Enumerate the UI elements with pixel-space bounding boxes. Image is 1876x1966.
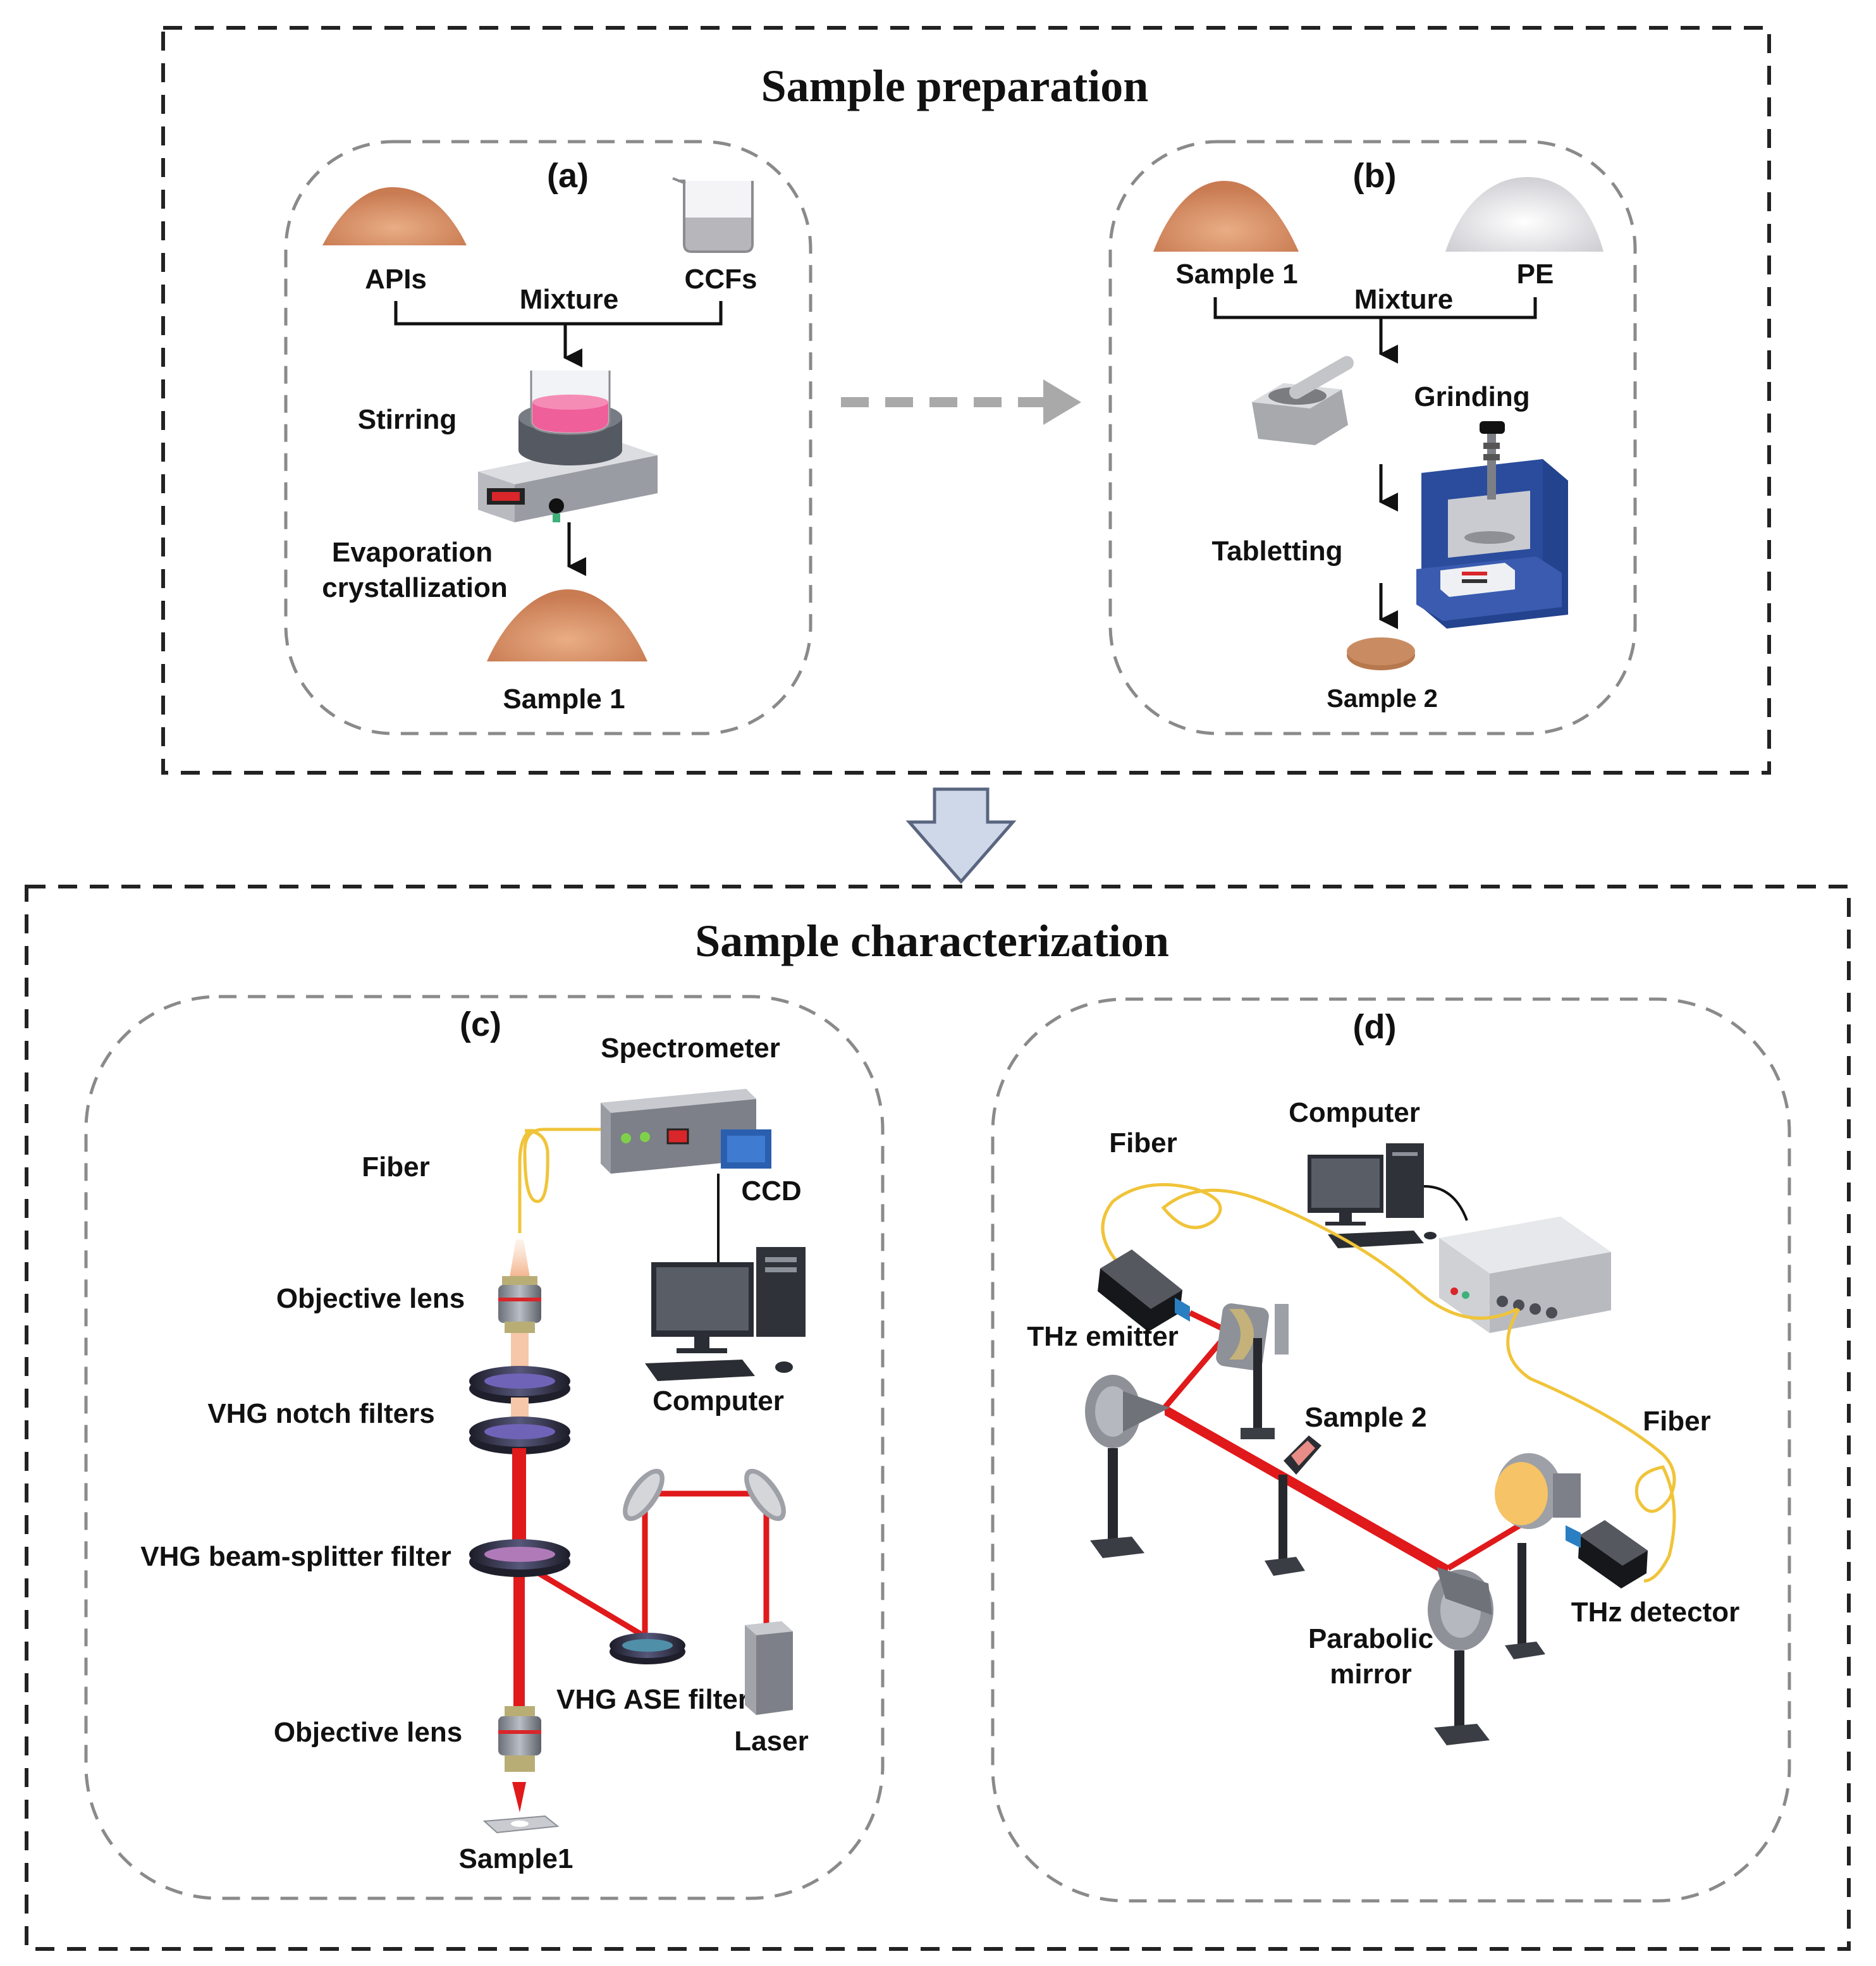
- ase-filter-icon: [610, 1633, 685, 1664]
- pe-label: PE: [1517, 259, 1554, 290]
- evaporation-label: Evaporation: [332, 537, 493, 568]
- sample2-label-d: Sample 2: [1304, 1402, 1426, 1433]
- thz-beam-3: [1446, 1523, 1522, 1571]
- tablet-press-icon: [1416, 421, 1568, 629]
- parabolic-mirror-3-icon: [1428, 1543, 1545, 1745]
- thz-emitter-label: THz emitter: [1027, 1321, 1179, 1352]
- computer-label-c: Computer: [653, 1385, 784, 1416]
- fiber-label-d-right: Fiber: [1643, 1406, 1711, 1437]
- preparation-to-characterization-arrow: [905, 787, 1017, 884]
- sample1-label-c: Sample1: [459, 1843, 573, 1874]
- sample1-powder-b-icon: [1153, 181, 1299, 252]
- mixture-bracket-a: [394, 301, 723, 326]
- collection-beam-cone: [510, 1239, 530, 1277]
- ccfs-label: CCFs: [685, 264, 757, 295]
- objective-bottom-label: Objective lens: [274, 1717, 462, 1748]
- panel-d-label: (d): [1353, 1008, 1397, 1046]
- powder-pile-icon: [322, 187, 467, 245]
- panel-d-frame: [991, 997, 1791, 1903]
- mixture-label-a: Mixture: [520, 284, 618, 315]
- laser-beam-vertical-2: [513, 1567, 525, 1731]
- thz-emitter-icon: [1098, 1250, 1190, 1332]
- beam-splitter-icon: [469, 1539, 570, 1577]
- notch-filter-1-icon: [469, 1366, 570, 1404]
- panel-c-frame: [84, 995, 885, 1900]
- thz-detector-label: THz detector: [1571, 1597, 1739, 1628]
- panel-b-frame: [1108, 140, 1637, 735]
- computer-label-d: Computer: [1289, 1097, 1420, 1128]
- tabletting-label: Tabletting: [1212, 536, 1343, 567]
- a-to-b-arrow: [841, 379, 1081, 425]
- tablet-top: [1347, 637, 1415, 665]
- ccd-icon: [721, 1129, 771, 1169]
- notch-filter-2-icon: [469, 1416, 570, 1454]
- parabolic-mirror-2-icon: [1085, 1375, 1170, 1558]
- panel-a-label: (a): [547, 157, 589, 195]
- panel-c-label: (c): [460, 1005, 501, 1043]
- apis-label: APIs: [365, 264, 427, 295]
- mixture-label-b: Mixture: [1354, 284, 1453, 315]
- sample2-label-b: Sample 2: [1327, 685, 1438, 713]
- control-box-icon: [1439, 1217, 1611, 1333]
- computer-icon-c: [645, 1247, 806, 1381]
- characterization-frame: [25, 885, 1851, 1951]
- crystallization-label: crystallization: [322, 572, 507, 603]
- objective-lens-top-icon: [498, 1276, 541, 1333]
- ccd-label: CCD: [741, 1176, 801, 1207]
- fiber-label-d-top: Fiber: [1109, 1127, 1177, 1158]
- stirring-label: Stirring: [358, 404, 457, 435]
- sample-slide-icon: [482, 1815, 560, 1834]
- fiber-c: [518, 1127, 601, 1233]
- spectrometer-icon: [601, 1089, 756, 1174]
- sample1-powder-icon: [487, 589, 647, 661]
- pe-powder-icon: [1445, 177, 1603, 252]
- sample2-holder-icon: [1265, 1435, 1321, 1576]
- beam-splitter-label: VHG beam-splitter filter: [140, 1541, 451, 1572]
- computer-box-cable: [1423, 1185, 1468, 1221]
- thz-beam-2: [1165, 1408, 1448, 1577]
- thz-detector-icon: [1566, 1520, 1648, 1588]
- fiber-label-c: Fiber: [362, 1152, 430, 1183]
- detector-lens-icon: [1495, 1453, 1581, 1529]
- preparation-title: Sample preparation: [761, 61, 1149, 111]
- mixture-bracket-b: [1213, 297, 1537, 319]
- ase-label: VHG ASE filter: [556, 1684, 749, 1715]
- laser-beam-focus: [512, 1782, 526, 1812]
- mortar-pestle-icon: [1252, 356, 1354, 445]
- objective-top-label: Objective lens: [276, 1283, 465, 1314]
- fiber-d-right: [1506, 1308, 1676, 1583]
- laser-label: Laser: [734, 1726, 808, 1757]
- laser-beam-vertical-1: [512, 1448, 526, 1543]
- objective-lens-bottom-icon: [498, 1706, 541, 1772]
- sample1-label-a: Sample 1: [503, 684, 625, 715]
- grinding-label: Grinding: [1414, 381, 1530, 412]
- computer-icon-d: [1308, 1143, 1437, 1248]
- parabolic-mirror-label-1: Parabolic: [1308, 1623, 1433, 1654]
- beaker-icon: [672, 177, 754, 253]
- fiber-d-top: [1101, 1183, 1519, 1320]
- mirror-1-icon: [623, 1468, 665, 1521]
- panel-b-label: (b): [1353, 157, 1397, 195]
- characterization-title: Sample characterization: [695, 916, 1169, 966]
- hotplate-stirrer-icon: [478, 371, 658, 522]
- mirror-2-icon: [744, 1468, 786, 1521]
- sample1-label-b: Sample 1: [1175, 259, 1297, 290]
- parabolic-mirror-1-icon: [1216, 1303, 1289, 1439]
- laser-icon: [745, 1621, 793, 1715]
- parabolic-mirror-label-2: mirror: [1330, 1659, 1412, 1690]
- spectrometer-label: Spectrometer: [601, 1033, 780, 1064]
- preparation-frame: [161, 26, 1771, 775]
- panel-a-frame: [284, 140, 812, 735]
- notch-label: VHG notch filters: [207, 1398, 434, 1429]
